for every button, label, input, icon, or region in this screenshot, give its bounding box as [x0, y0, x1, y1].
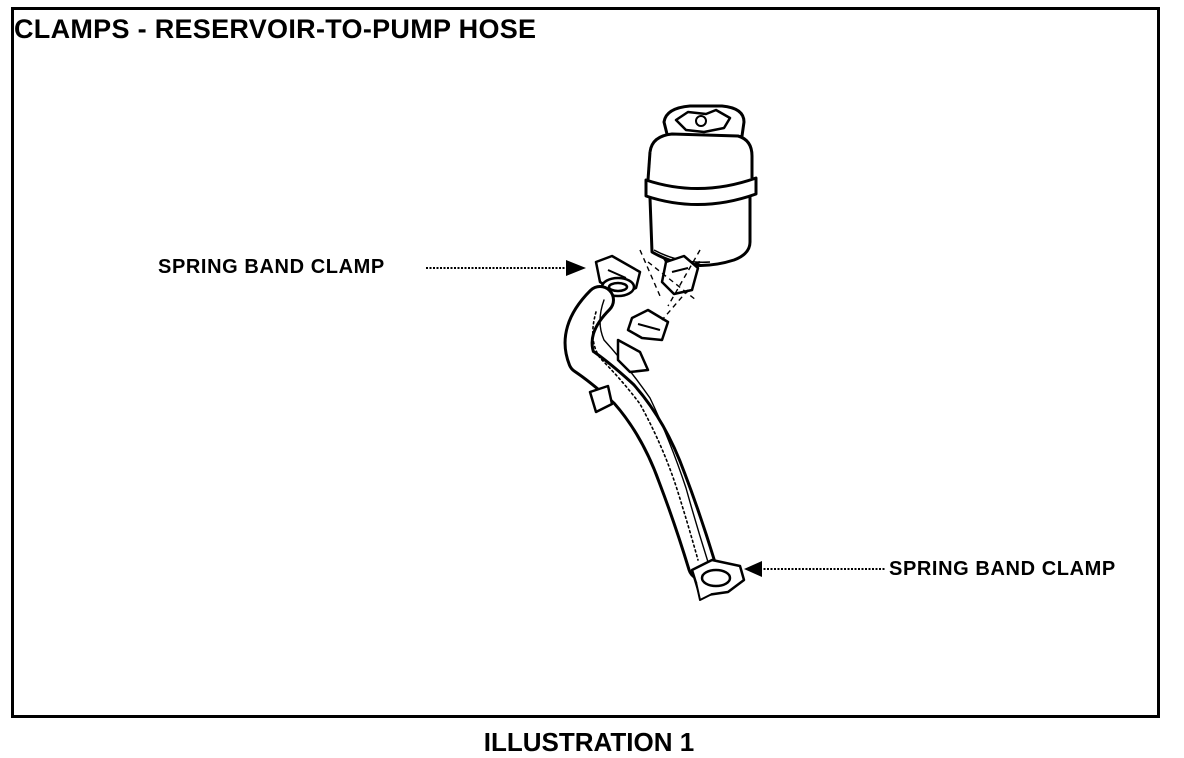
arrow-right-icon — [566, 260, 586, 276]
caption-text: ILLUSTRATION 1 — [483, 727, 695, 757]
callout-upper-spring-band-clamp: SPRING BAND CLAMP — [158, 256, 385, 278]
figure-caption: ILLUSTRATION 1 — [0, 727, 1184, 758]
lower-clamp — [690, 558, 746, 601]
reservoir — [644, 104, 758, 270]
hose — [563, 285, 717, 581]
callout-lower-spring-band-clamp: SPRING BAND CLAMP — [889, 558, 1116, 580]
arrow-left-icon — [744, 561, 762, 577]
diagram-frame — [11, 7, 1160, 718]
leader-line-upper — [426, 260, 586, 276]
leader-line-lower — [744, 561, 886, 577]
diagram-title: CLAMPS - RESERVOIR-TO-PUMP HOSE — [14, 14, 537, 44]
